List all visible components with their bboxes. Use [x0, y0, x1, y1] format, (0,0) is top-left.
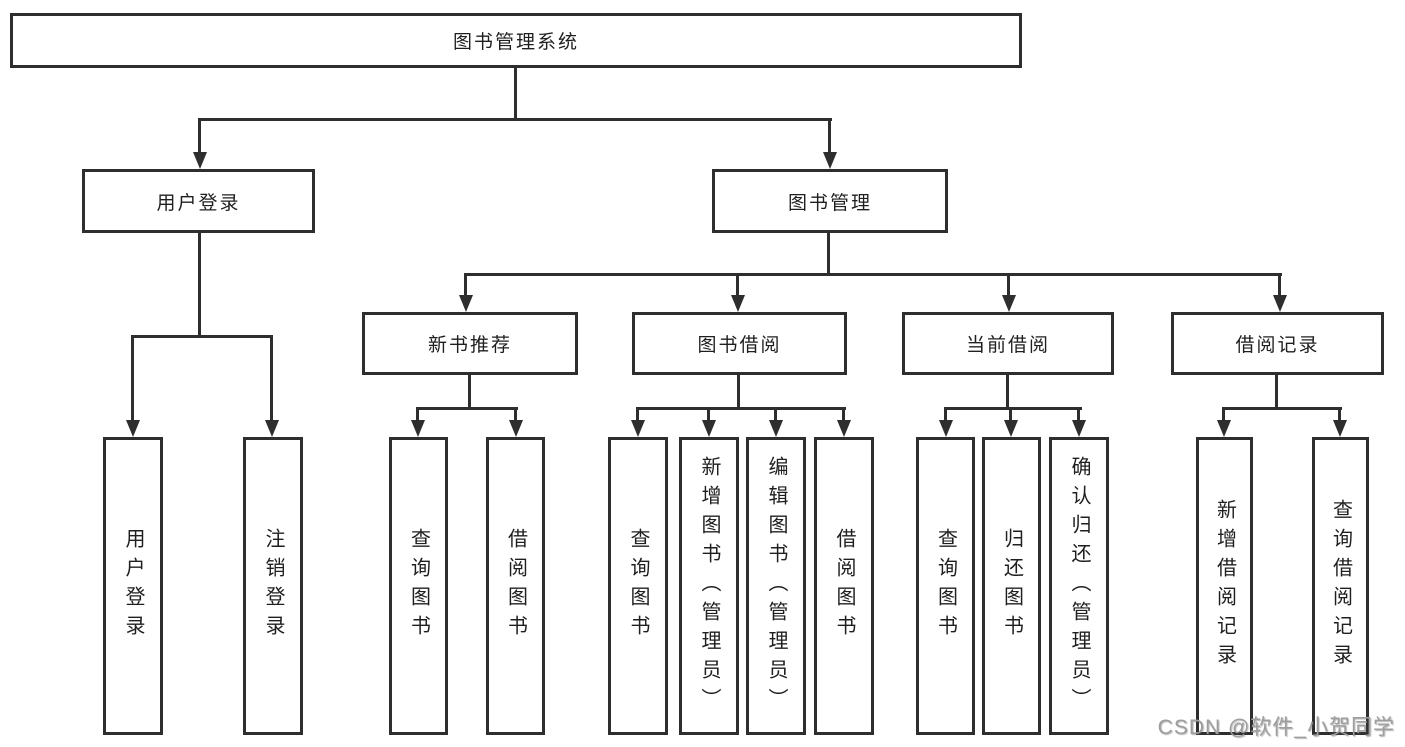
arrowhead-user-login: [193, 152, 207, 169]
leaf-borrow-books-borrowing: 借阅图书: [814, 437, 874, 735]
node-current-borrowing-label: 当前借阅: [965, 335, 1050, 356]
node-book-management-label: 图书管理: [787, 192, 872, 214]
connector-drop-e1: [1222, 407, 1225, 422]
arrowhead-c2: [702, 420, 716, 437]
connector-drop-d1: [944, 407, 947, 422]
arrowhead-book-borrowing: [731, 295, 745, 312]
leaf-user-login-label: 用户登录: [122, 528, 144, 644]
connector-drop-d2: [1009, 407, 1012, 422]
leaf-add-books-admin: 新增图书（管理员）: [679, 437, 739, 735]
arrowhead-c4: [837, 420, 851, 437]
arrowhead-b1: [411, 420, 425, 437]
leaf-query-borrow-record-label: 查询借阅记录: [1329, 499, 1352, 673]
connector-drop-b1: [416, 407, 419, 422]
connector-level1-rail: [199, 118, 832, 121]
leaf-borrow-books-borrowing-label: 借阅图书: [833, 528, 855, 644]
connector-level2-rail: [465, 273, 1282, 276]
connector-drop-b2: [514, 407, 517, 422]
connector-drop-leaf-user-login: [131, 335, 134, 422]
leaf-logout-label: 注销登录: [262, 528, 284, 644]
connector-drop-e2: [1338, 407, 1341, 422]
arrowhead-borrowing-records: [1273, 295, 1287, 312]
leaf-borrow-books-recommend-label: 借阅图书: [504, 528, 527, 644]
connector-drop-current-borrowing: [1007, 273, 1010, 297]
arrowhead-new-book: [459, 295, 473, 312]
csdn-watermark: CSDN @软件_小贺同学: [1157, 716, 1395, 739]
leaf-confirm-return-admin: 确认归还（管理员）: [1049, 437, 1109, 735]
arrowhead-leaf-logout: [265, 420, 279, 437]
arrowhead-d2: [1004, 420, 1018, 437]
node-book-management: 图书管理: [712, 169, 948, 233]
arrowhead-c3: [769, 420, 783, 437]
connector-drop-c4: [842, 407, 845, 422]
node-user-login-label: 用户登录: [156, 192, 241, 214]
connector-book-borrowing-stem: [737, 375, 740, 410]
connector-drop-user-login: [198, 118, 201, 154]
leaf-borrow-books-recommend: 借阅图书: [486, 437, 545, 735]
arrowhead-c1: [631, 420, 645, 437]
node-library-system-label: 图书管理系统: [452, 32, 579, 53]
node-borrowing-records-label: 借阅记录: [1235, 335, 1320, 356]
connector-drop-leaf-logout: [270, 335, 273, 422]
leaf-query-books-recommend-label: 查询图书: [407, 528, 430, 644]
leaf-add-borrow-record-label: 新增借阅记录: [1213, 499, 1236, 673]
connector-drop-c3: [774, 407, 777, 422]
connector-user-login-rail: [132, 335, 273, 338]
leaf-edit-books-admin-label: 编辑图书（管理员）: [765, 455, 787, 717]
leaf-query-books-current: 查询图书: [916, 437, 975, 735]
connector-book-borrowing-rail: [637, 407, 846, 410]
arrowhead-e1: [1217, 420, 1231, 437]
connector-new-book-stem: [468, 375, 471, 410]
connector-drop-d3: [1077, 407, 1080, 422]
connector-user-login-stem: [198, 233, 201, 337]
connector-new-book-rail: [417, 407, 518, 410]
leaf-add-borrow-record: 新增借阅记录: [1196, 437, 1253, 735]
connector-drop-c2: [707, 407, 710, 422]
node-borrowing-records: 借阅记录: [1171, 312, 1384, 375]
node-new-book-recommendation-label: 新书推荐: [427, 335, 512, 356]
node-new-book-recommendation: 新书推荐: [362, 312, 578, 375]
node-library-system: 图书管理系统: [10, 13, 1022, 68]
leaf-return-books-label: 归还图书: [1000, 528, 1023, 644]
leaf-query-borrow-record: 查询借阅记录: [1312, 437, 1369, 735]
leaf-return-books: 归还图书: [982, 437, 1041, 735]
connector-borrowing-records-rail: [1223, 407, 1342, 410]
leaf-add-books-admin-label: 新增图书（管理员）: [698, 455, 720, 717]
connector-drop-new-book: [464, 273, 467, 297]
arrowhead-leaf-user-login: [126, 420, 140, 437]
connector-current-borrowing-rail: [945, 407, 1082, 410]
node-book-borrowing-label: 图书借阅: [697, 335, 782, 356]
leaf-user-login: 用户登录: [103, 437, 163, 735]
node-book-borrowing: 图书借阅: [632, 312, 847, 375]
arrowhead-b2: [509, 420, 523, 437]
arrowhead-d1: [939, 420, 953, 437]
connector-book-management-stem: [827, 233, 830, 275]
arrowhead-e2: [1333, 420, 1347, 437]
leaf-query-books-borrowing: 查询图书: [608, 437, 668, 735]
connector-root-stem: [514, 67, 517, 120]
connector-drop-book-borrowing: [736, 273, 739, 297]
arrowhead-current-borrowing: [1002, 295, 1016, 312]
leaf-query-books-current-label: 查询图书: [934, 528, 957, 644]
connector-drop-book-management: [828, 118, 831, 154]
connector-drop-c1: [636, 407, 639, 422]
leaf-query-books-borrowing-label: 查询图书: [627, 528, 649, 644]
node-user-login: 用户登录: [82, 169, 315, 233]
connector-drop-borrowing-records: [1278, 273, 1281, 297]
connector-borrowing-records-stem: [1275, 375, 1278, 410]
node-current-borrowing: 当前借阅: [902, 312, 1114, 375]
leaf-confirm-return-admin-label: 确认归还（管理员）: [1068, 455, 1090, 717]
leaf-query-books-recommend: 查询图书: [389, 437, 448, 735]
arrowhead-d3: [1072, 420, 1086, 437]
arrowhead-book-management: [823, 152, 837, 169]
leaf-edit-books-admin: 编辑图书（管理员）: [746, 437, 806, 735]
connector-current-borrowing-stem: [1006, 375, 1009, 410]
leaf-logout: 注销登录: [243, 437, 303, 735]
